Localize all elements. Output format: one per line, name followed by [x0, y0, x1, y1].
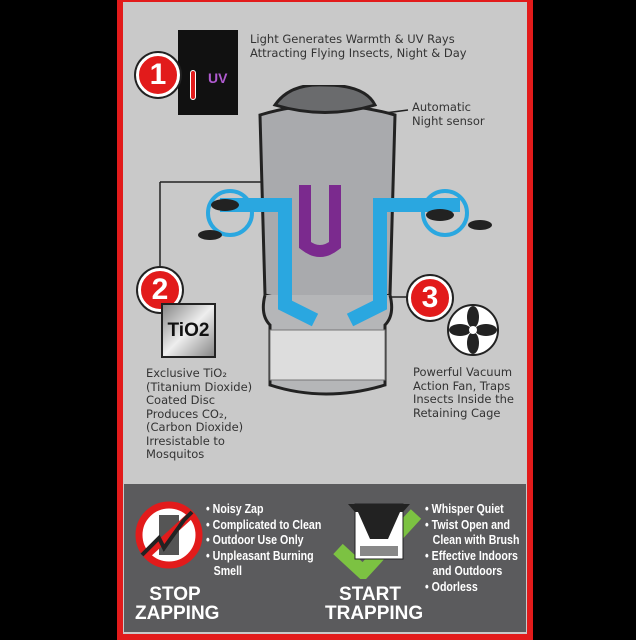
text-line: Automatic — [412, 100, 471, 114]
text-line: Attracting Flying Insects, Night & Day — [250, 45, 467, 60]
step-1-badge: 1 — [136, 53, 180, 97]
text-line: Exclusive TiO₂ — [146, 366, 227, 380]
list-item: and Outdoors — [432, 564, 503, 578]
step-2-description: Exclusive TiO₂ (Titanium Dioxide) Coated… — [146, 366, 253, 462]
start-trapping-list: Whisper Quiet Twist Open and Clean with … — [425, 502, 520, 596]
stop-zapping-title: STOP ZAPPING — [135, 584, 220, 624]
sensor-label: Automatic Night sensor — [412, 100, 485, 128]
text-line: Action Fan, Traps — [413, 378, 511, 393]
text-line: (Titanium Dioxide) — [146, 379, 253, 394]
text-line: Light Generates Warmth & UV Rays — [250, 32, 455, 46]
text-line: Insects Inside the — [413, 392, 514, 406]
title-line: STOP — [149, 584, 201, 605]
list-item: Outdoor Use Only — [206, 533, 321, 549]
text-line: Coated Disc — [146, 393, 216, 407]
title-line: ZAPPING — [135, 603, 220, 624]
list-item: Effective Indoors — [425, 549, 519, 565]
text-line: (Carbon Dioxide) — [146, 420, 244, 434]
thermometer-icon — [190, 70, 196, 100]
title-line: START — [339, 584, 401, 605]
step-1-description: Light Generates Warmth & UV Rays Attract… — [250, 32, 467, 60]
list-item: Smell — [213, 564, 243, 578]
start-trapping-title: START TRAPPING — [325, 584, 424, 624]
list-item: Noisy Zap — [206, 502, 321, 518]
text-line: Irresistable to — [146, 433, 225, 448]
stop-zapping-list: Noisy Zap Complicated to Clean Outdoor U… — [206, 502, 322, 580]
text-line: Powerful Vacuum — [413, 365, 513, 379]
text-line: Retaining Cage — [413, 405, 501, 420]
uv-label: UV — [208, 70, 228, 86]
no-zapper-icon — [135, 501, 203, 569]
trap-device-illustration — [159, 85, 492, 396]
list-item: Unpleasant Burning — [206, 549, 321, 565]
text-line: Night sensor — [412, 113, 485, 128]
list-item: Whisper Quiet — [425, 502, 519, 518]
list-item: Odorless — [425, 580, 519, 596]
fan-icon — [447, 304, 499, 356]
list-item: Complicated to Clean — [206, 518, 322, 534]
list-item: Twist Open and — [425, 518, 519, 534]
title-line: TRAPPING — [325, 603, 424, 624]
text-line: Mosquitos — [146, 447, 205, 461]
step-3-description: Powerful Vacuum Action Fan, Traps Insect… — [413, 365, 514, 420]
list-item: Clean with Brush — [432, 533, 520, 547]
tio2-box: TiO2 — [161, 303, 216, 358]
step-3-badge: 3 — [408, 276, 452, 320]
trap-checkmark-icon — [333, 503, 422, 579]
text-line: Produces CO₂, — [146, 406, 228, 421]
uv-light-icon: UV — [178, 30, 238, 115]
